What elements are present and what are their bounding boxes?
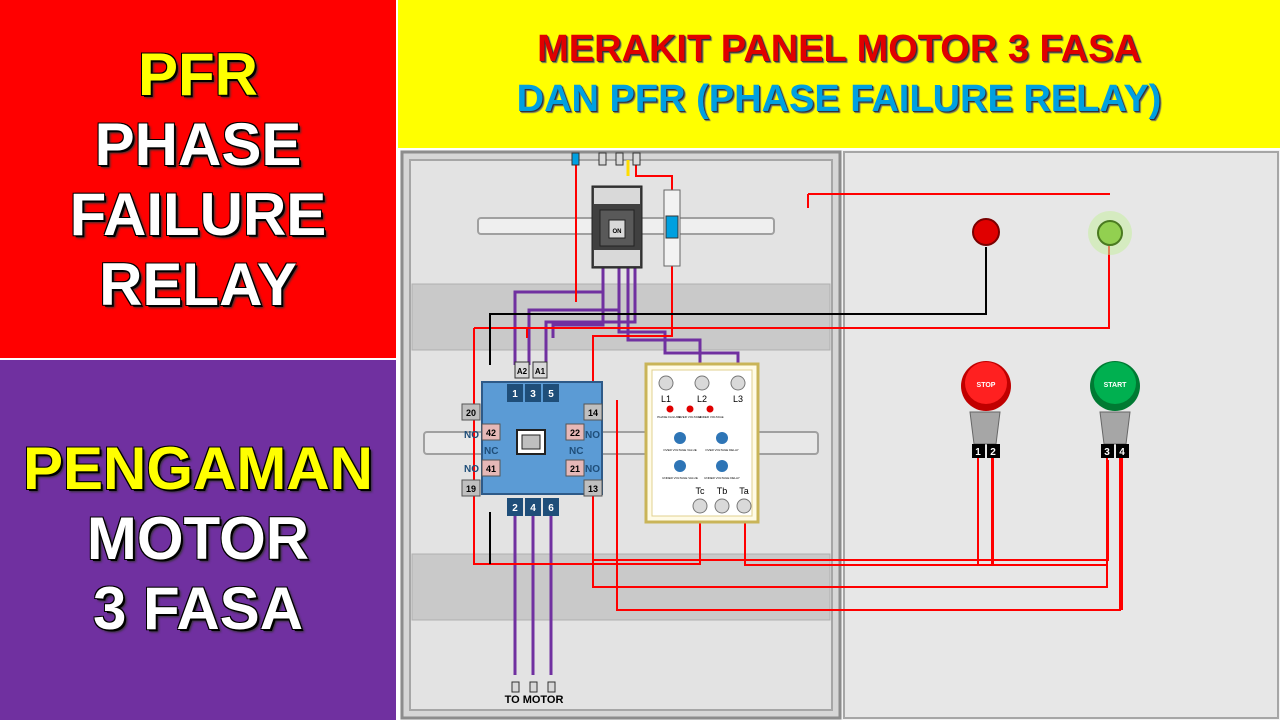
pfr-term-l3 <box>730 375 746 391</box>
pfr-term-l2 <box>694 375 710 391</box>
term-4: 4 <box>530 503 536 514</box>
aux-left-no-label-2: NO <box>464 464 479 475</box>
failure-text: FAILURE <box>69 181 327 248</box>
mcb-3-pole: ON <box>591 185 643 269</box>
aux-right-no-label: NO <box>585 430 600 441</box>
start-button[interactable]: START 3 4 <box>1090 361 1140 458</box>
aux-left-no-label: NO <box>464 430 479 441</box>
term-6: 6 <box>548 503 554 514</box>
aux-14: 14 <box>588 408 598 418</box>
pfr-knob-label-3: UNDER VOLTAGE VALUE <box>662 476 698 480</box>
pfr-label-l2: L2 <box>697 394 707 404</box>
pfr-term-tc <box>692 498 708 514</box>
pfr-knob-under-delay[interactable] <box>716 460 728 472</box>
pfr-label-l1: L1 <box>661 394 671 404</box>
stop-term-2: 2 <box>990 447 996 458</box>
pfr-knob-over-value[interactable] <box>674 432 686 444</box>
pfr-led-phase <box>666 405 674 413</box>
aux-right-no-label-2: NO <box>585 464 600 475</box>
aux-41: 41 <box>486 464 496 474</box>
aux-20: 20 <box>466 408 476 418</box>
pfr-knob-label-2: OVER VOLTAGE DELAY <box>705 448 739 452</box>
aux-left-terminals: 20 42 41 19 NO NO NC <box>461 403 501 497</box>
term-3: 3 <box>530 389 536 400</box>
pfr-label-tb: Tb <box>717 486 728 496</box>
left-top-panel: PFR PHASE FAILURE RELAY <box>0 0 398 360</box>
aux-left-nc-label: NC <box>484 446 498 457</box>
pfr-knob-over-delay[interactable] <box>716 432 728 444</box>
pfr-led-over <box>686 405 694 413</box>
motor-output-terminals: TO MOTOR <box>505 681 564 706</box>
contactor: A2 A1 1 3 5 2 4 6 20 42 41 19 <box>461 361 603 516</box>
pfr-label-l3: L3 <box>733 394 743 404</box>
coil-terminals: A2 A1 <box>514 361 548 379</box>
coil-a2-label: A2 <box>517 367 528 376</box>
mcb-on-label: ON <box>613 229 622 235</box>
header-title-line2: DAN PFR (PHASE FAILURE RELAY) <box>516 78 1162 120</box>
cable-duct-upper <box>411 283 831 351</box>
pfr-led-label-phase: PHASE FAILURE <box>657 415 681 419</box>
wiring-diagram: ON A2 A1 1 3 5 2 4 6 <box>400 150 1280 720</box>
pfr-knob-label-1: OVER VOLTAGE VALUE <box>663 448 697 452</box>
pfr-knob-under-value[interactable] <box>674 460 686 472</box>
pfr-title: PFR <box>138 41 258 108</box>
three-fasa-text: 3 FASA <box>92 575 304 642</box>
motor-text: MOTOR <box>86 505 310 572</box>
pfr-led-label-over: OVER VOLTAGE <box>678 415 701 419</box>
mcb-1-pole <box>663 189 681 267</box>
pfr-term-tb <box>714 498 730 514</box>
term-1: 1 <box>512 389 518 400</box>
supply-terminals <box>571 152 641 166</box>
pilot-lamp-red <box>972 218 1000 246</box>
header-title-line1: MERAKIT PANEL MOTOR 3 FASA <box>537 28 1141 70</box>
pfr-knob-label-4: UNDER VOLTAGE DELAY <box>704 476 740 480</box>
relay-text: RELAY <box>99 251 297 318</box>
aux-13: 13 <box>588 484 598 494</box>
start-label: START <box>1104 382 1128 389</box>
pengaman-text: PENGAMAN <box>22 435 373 502</box>
header-banner: MERAKIT PANEL MOTOR 3 FASA DAN PFR (PHAS… <box>398 0 1280 150</box>
term-5: 5 <box>548 389 554 400</box>
pfr-term-l1 <box>658 375 674 391</box>
wires-buttons <box>977 458 1123 610</box>
phase-text: PHASE <box>94 111 302 178</box>
aux-21: 21 <box>570 464 580 474</box>
term-2: 2 <box>512 503 518 514</box>
pfr-label-tc: Tc <box>696 486 706 496</box>
left-bottom-panel: PENGAMAN MOTOR 3 FASA <box>0 360 398 720</box>
stop-button[interactable]: STOP 1 2 <box>961 361 1011 458</box>
contactor-top-terminals: 1 3 5 <box>507 384 559 402</box>
phase-failure-relay: L1 L2 L3 PHASE FAILURE OVER VOLTAGE UNDE… <box>644 362 760 524</box>
start-term-3: 3 <box>1104 447 1110 458</box>
pfr-led-under <box>706 405 714 413</box>
contactor-bottom-terminals: 2 4 6 <box>507 498 559 516</box>
coil-a1-label: A1 <box>535 367 546 376</box>
stop-term-1: 1 <box>975 447 981 458</box>
door-panel <box>843 151 1279 719</box>
to-motor-label: TO MOTOR <box>505 694 564 706</box>
pilot-lamp-green <box>1097 220 1123 246</box>
aux-19: 19 <box>466 484 476 494</box>
aux-right-nc-label: NC <box>569 446 583 457</box>
aux-right-terminals: 14 22 21 13 NO NO NC <box>565 403 603 497</box>
aux-22: 22 <box>570 428 580 438</box>
pfr-label-ta: Ta <box>739 486 749 496</box>
start-term-4: 4 <box>1119 447 1125 458</box>
stop-label: STOP <box>977 382 996 389</box>
pfr-led-label-under: UNDER VOLTAGE <box>698 415 723 419</box>
pfr-term-ta <box>736 498 752 514</box>
aux-42: 42 <box>486 428 496 438</box>
